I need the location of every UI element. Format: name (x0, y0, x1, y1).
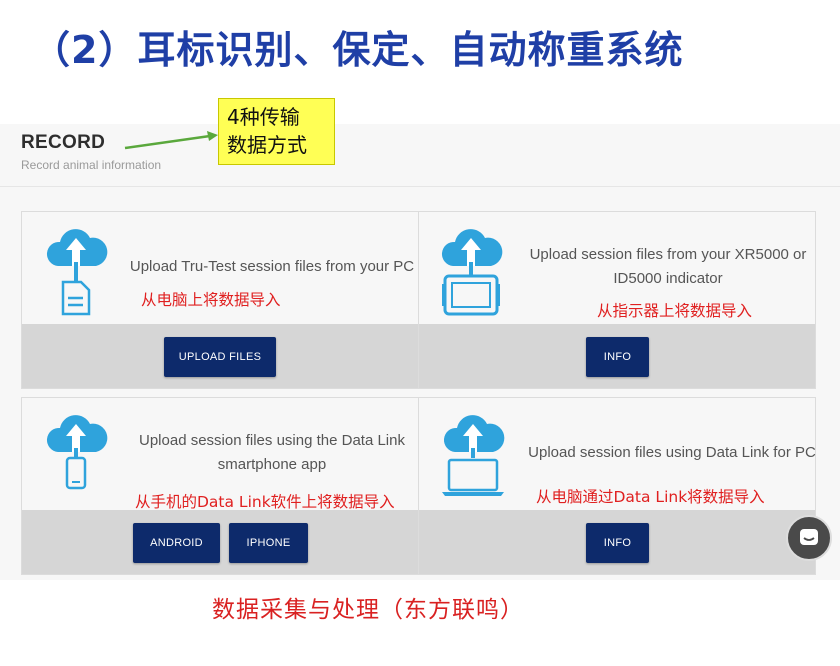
card-description-line: Upload session files from your XR5000 or (529, 246, 807, 263)
card-description: Upload session files using the Data Link… (122, 429, 422, 477)
slide-title: （2）耳标识别、保定、自动称重系统 (32, 28, 684, 72)
iphone-button[interactable]: IPHONE (229, 523, 308, 563)
cloud-upload-document-icon (46, 229, 108, 316)
slide-caption: 数据采集与处理（东方联鸣） (212, 597, 524, 623)
callout-box: 4种传输 数据方式 (218, 98, 335, 165)
card-description-line: ID5000 indicator (613, 270, 723, 287)
card-description: Upload session files using Data Link for… (527, 441, 817, 465)
card-footer (22, 510, 418, 574)
page-title: RECORD (21, 132, 106, 153)
callout-arrow-icon (124, 131, 218, 150)
annotation-note: 从手机的Data Link软件上将数据导入 (135, 493, 395, 511)
card-description: Upload session files from your XR5000 or… (523, 243, 813, 291)
card-description-line: Upload session files using the Data Link (139, 432, 405, 449)
info-button[interactable]: INFO (586, 523, 649, 563)
annotation-note: 从电脑上将数据导入 (141, 291, 281, 309)
page-subtitle: Record animal information (21, 158, 162, 172)
chat-icon (800, 529, 818, 545)
cloud-upload-indicator-icon (441, 229, 503, 316)
header-divider (0, 186, 840, 187)
upload-files-button[interactable]: UPLOAD FILES (164, 337, 276, 377)
card-description-line: Upload session files using Data Link for… (528, 444, 816, 461)
cloud-upload-laptop-icon (442, 415, 505, 496)
callout-line-1: 4种传输 (227, 105, 300, 129)
card-upload-laptop: Upload session files using Data Link for… (418, 397, 816, 575)
card-upload-indicator: Upload session files from your XR5000 or… (418, 211, 816, 389)
annotation-note: 从指示器上将数据导入 (597, 302, 753, 320)
info-button[interactable]: INFO (586, 337, 649, 377)
callout-line-2: 数据方式 (227, 133, 307, 157)
card-upload-pc: Upload Tru-Test session files from your … (21, 211, 419, 389)
android-button[interactable]: ANDROID (133, 523, 220, 563)
card-description-line: Upload Tru-Test session files from your … (129, 258, 415, 275)
chat-bubble-button[interactable] (786, 515, 832, 561)
annotation-note: 从电脑通过Data Link将数据导入 (536, 488, 765, 506)
card-description-line: smartphone app (217, 456, 327, 473)
cloud-upload-smartphone-icon (46, 415, 108, 490)
card-description: Upload Tru-Test session files from your … (122, 255, 422, 279)
card-upload-smartphone: Upload session files using the Data Link… (21, 397, 419, 575)
